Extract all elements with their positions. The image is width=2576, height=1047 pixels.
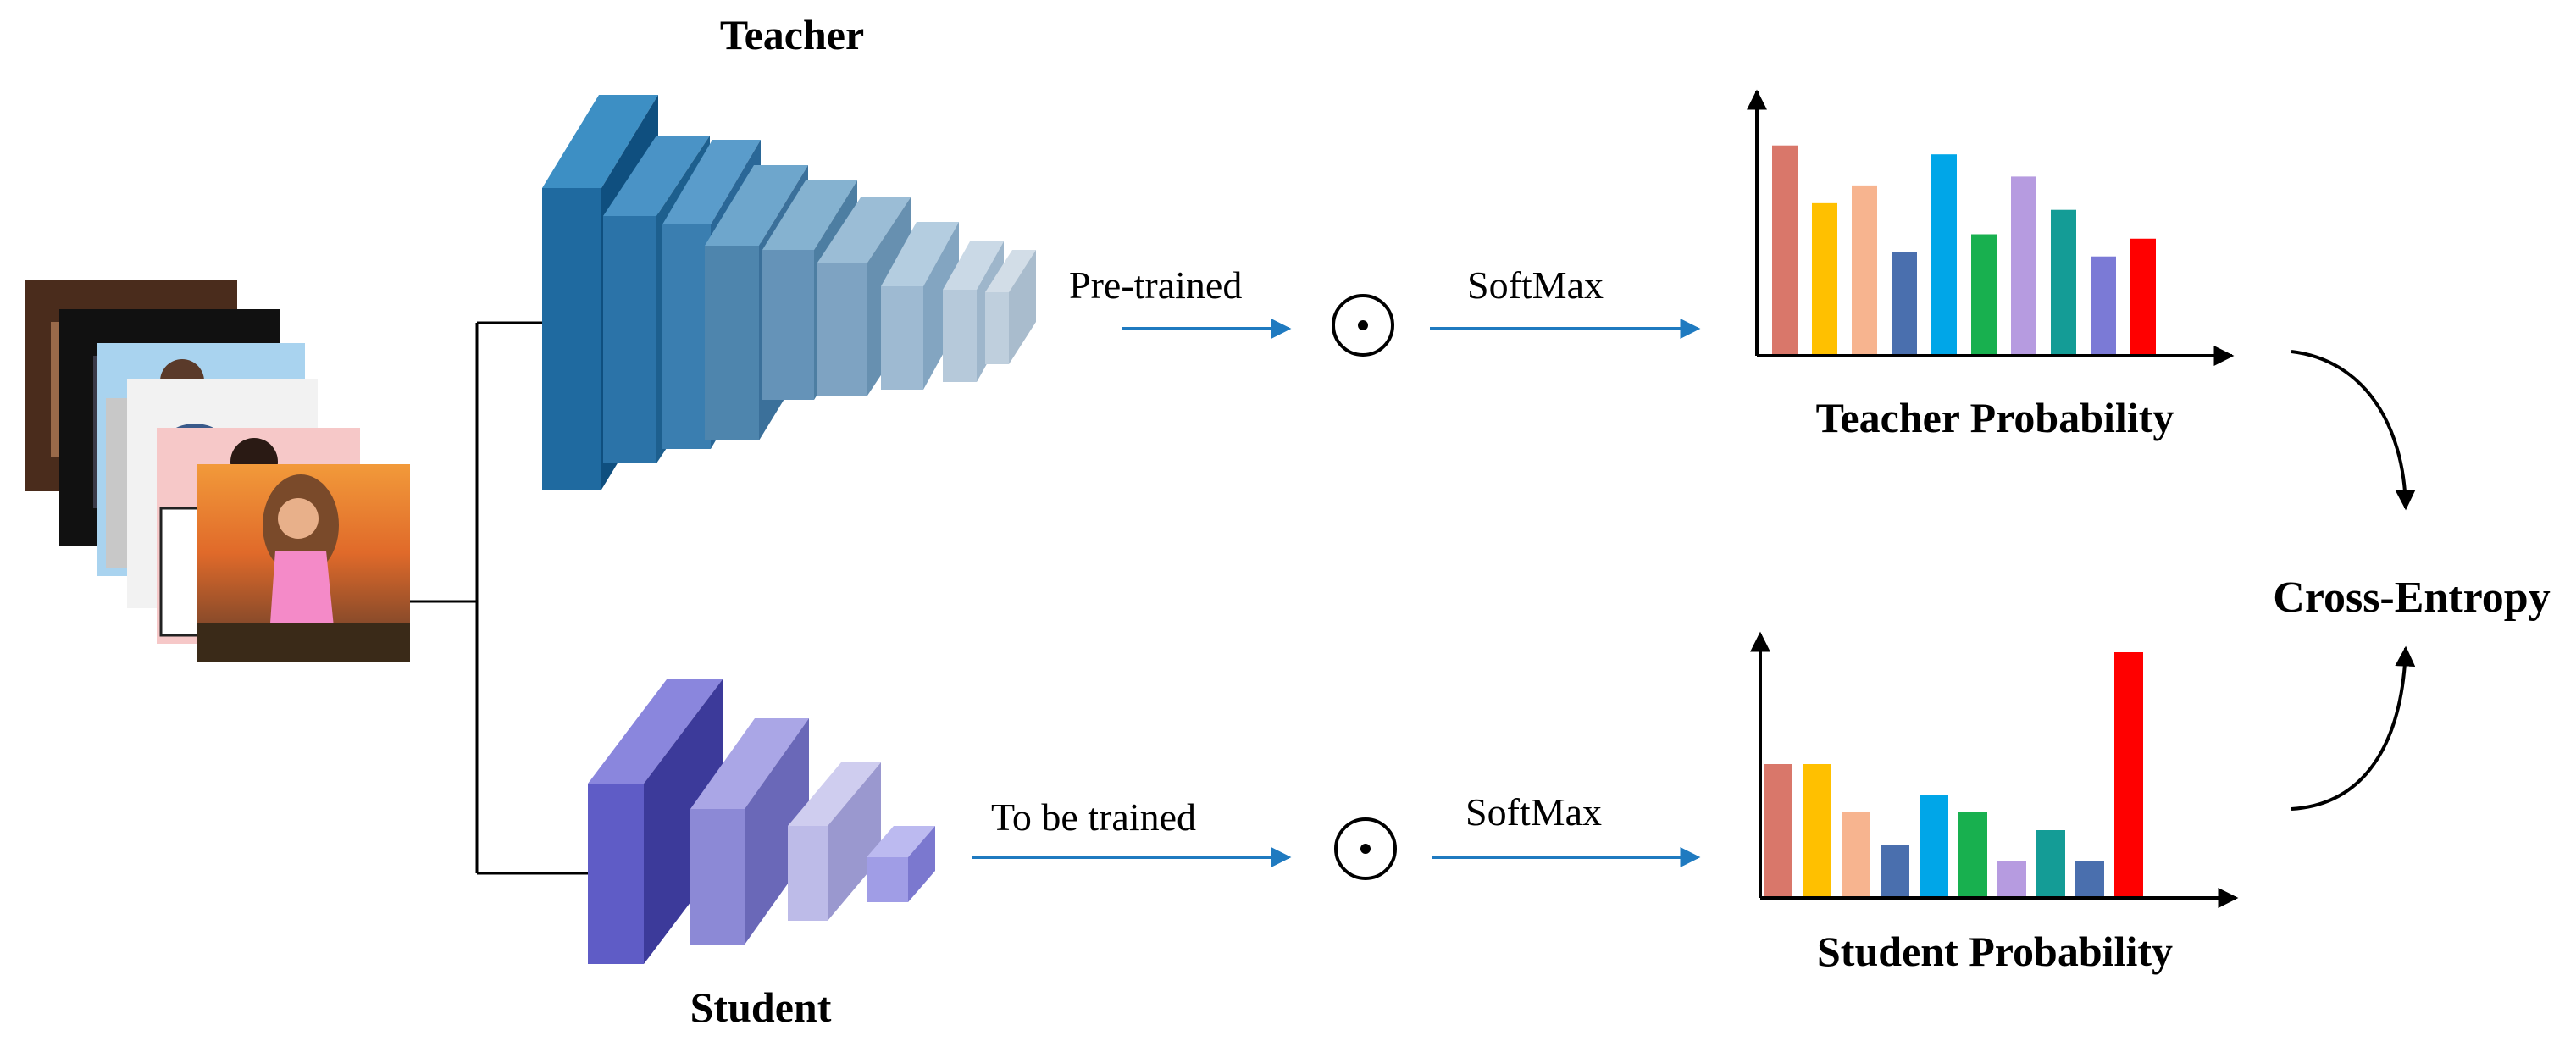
student-bar-2 <box>1803 764 1831 896</box>
student-layer <box>588 679 723 964</box>
student-bar-7 <box>1997 861 2026 896</box>
student-bar-5 <box>1920 795 1948 896</box>
student-bar-3 <box>1842 812 1870 896</box>
teacher-bar-6 <box>1971 234 1997 354</box>
student-bar-9 <box>2075 861 2104 896</box>
student-layer <box>690 718 809 945</box>
teacher-bar-9 <box>2091 256 2116 354</box>
elementwise-operator-top <box>1332 294 1394 357</box>
student-bar-1 <box>1764 764 1792 896</box>
to-be-trained-label: To be trained <box>991 795 1196 839</box>
teacher-to-cross-entropy-arrow <box>2291 350 2416 511</box>
teacher-probability-title: Teacher Probability <box>1816 394 2174 441</box>
input-image-girl <box>197 464 410 662</box>
teacher-bars <box>1772 145 2156 354</box>
teacher-bar-3 <box>1852 185 1877 354</box>
teacher-bar-7 <box>2011 176 2036 354</box>
student-bar-8 <box>2036 830 2065 896</box>
student-bar-10 <box>2114 652 2143 896</box>
teacher-bar-2 <box>1812 202 1837 354</box>
student-layer <box>867 826 935 902</box>
cross-entropy-label: Cross-Entropy <box>2273 573 2550 622</box>
teacher-bar-8 <box>2051 209 2076 354</box>
teacher-bar-1 <box>1772 145 1798 354</box>
branch-connector <box>410 321 588 875</box>
student-bars <box>1764 652 2143 896</box>
student-bar-4 <box>1881 845 1909 896</box>
student-network <box>588 679 935 964</box>
teacher-bar-5 <box>1931 154 1957 354</box>
teacher-probability-chart <box>1747 89 2235 366</box>
teacher-bar-10 <box>2130 238 2156 354</box>
teacher-layer <box>881 222 959 390</box>
elementwise-operator-bottom <box>1334 817 1397 880</box>
student-label: Student <box>690 983 832 1031</box>
teacher-bar-4 <box>1892 252 1917 354</box>
student-layer <box>788 762 881 921</box>
softmax-bottom-label: SoftMax <box>1465 790 1602 834</box>
student-probability-title: Student Probability <box>1817 928 2173 975</box>
pretrained-label: Pre-trained <box>1069 263 1242 307</box>
teacher-layer <box>985 250 1036 364</box>
student-probability-chart <box>1750 631 2239 908</box>
teacher-label: Teacher <box>720 11 864 58</box>
student-bar-6 <box>1958 812 1987 896</box>
student-to-cross-entropy-arrow <box>2291 645 2416 811</box>
teacher-network <box>542 95 1036 490</box>
input-image-stack <box>25 280 410 662</box>
softmax-top-label: SoftMax <box>1467 263 1604 307</box>
